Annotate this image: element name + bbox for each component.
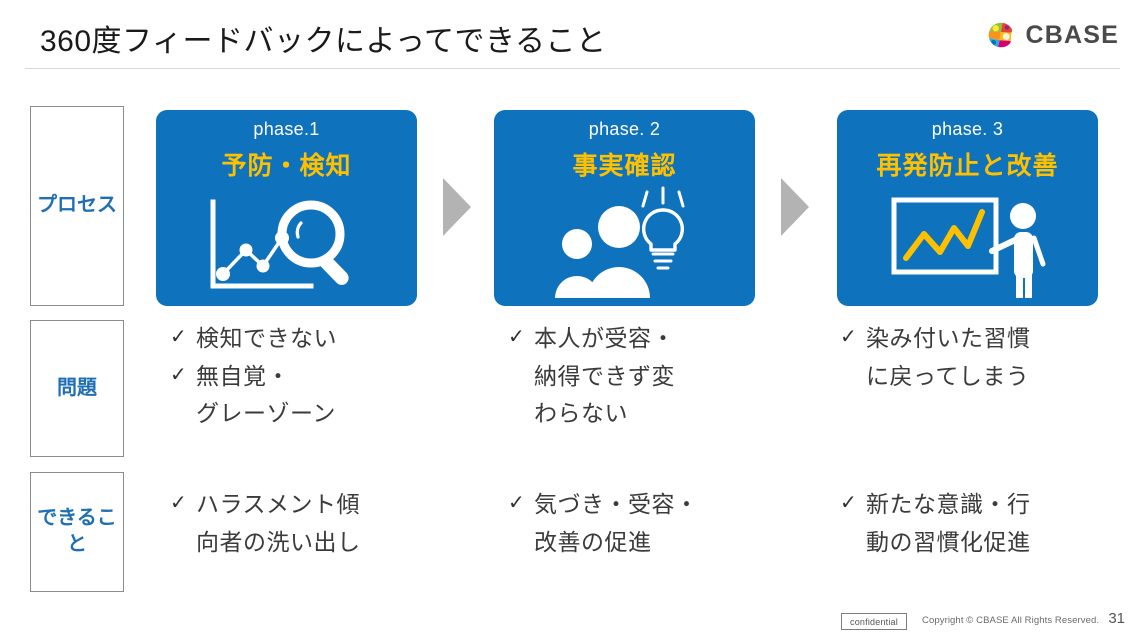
list-item-text: 向者の洗い出し [196, 528, 361, 555]
list-item: ✓ 染み付いた習慣 [840, 322, 1140, 355]
presentation-person-icon [837, 194, 1098, 298]
list-item-text: 染み付いた習慣 [866, 325, 1031, 351]
benefits-column-3: ✓ 新たな意識・行 動の習慣化促進 [840, 488, 1140, 558]
check-icon: ✓ [840, 492, 858, 514]
check-icon: ✓ [170, 326, 188, 348]
row-label-benefit-text: できること [37, 507, 117, 555]
check-icon: ✓ [170, 363, 188, 386]
list-item: 動の習慣化促進 [840, 526, 1140, 559]
people-lightbulb-icon [494, 186, 755, 298]
list-item: ✓ 検知できない [170, 322, 480, 355]
header-divider [25, 68, 1120, 69]
chart-magnifier-icon [156, 194, 417, 298]
problems-column-1: ✓ 検知できない ✓ 無自覚・ グレーゾーン [170, 322, 480, 430]
list-item-text: ハラスメント傾 [196, 491, 361, 517]
list-item-text: に戻ってしまう [866, 362, 1030, 389]
phase-1-name: 予防・検知 [221, 152, 352, 180]
list-item: ✓ 気づき・受容・ [508, 488, 818, 521]
copyright-text: Copyright © CBASE All Rights Reserved. [922, 615, 1100, 626]
phase-card-3[interactable]: phase. 3 再発防止と改善 [837, 110, 1098, 306]
row-label-problem: 問題 [30, 320, 124, 457]
cbase-sphere-logo-icon [986, 20, 1016, 50]
check-icon: ✓ [508, 326, 526, 348]
list-item-text: 新たな意識・行 [866, 491, 1031, 517]
list-item: ✓ 無自覚・ [170, 360, 480, 393]
list-item: 向者の洗い出し [170, 526, 490, 559]
list-item-text: 検知できない [196, 325, 337, 351]
benefits-column-1: ✓ ハラスメント傾 向者の洗い出し [170, 488, 490, 558]
list-item-text: グレーゾーン [196, 400, 336, 427]
list-item-text: わらない [534, 400, 628, 427]
phase-1-number: phase.1 [253, 119, 320, 139]
phase-card-2[interactable]: phase. 2 事実確認 [494, 110, 755, 306]
phase-3-name: 再発防止と改善 [876, 152, 1059, 180]
right-triangle-arrow-icon [443, 178, 471, 236]
cbase-brand: CBASE [986, 20, 1119, 50]
list-item-text: 動の習慣化促進 [866, 528, 1031, 555]
list-item: に戻ってしまう [840, 360, 1140, 393]
page-number: 31 [1108, 610, 1125, 627]
confidential-label: confidential [850, 616, 898, 627]
list-item: わらない [508, 397, 808, 430]
page-title: 360度フィードバックによってできること [40, 25, 607, 58]
list-item: 改善の促進 [508, 526, 818, 559]
check-icon: ✓ [508, 492, 526, 514]
list-item: 納得できず変 [508, 360, 808, 393]
row-label-process-text: プロセス [37, 194, 117, 217]
benefits-column-2: ✓ 気づき・受容・ 改善の促進 [508, 488, 818, 558]
check-icon: ✓ [170, 492, 188, 514]
list-item-text: 本人が受容・ [534, 325, 675, 351]
list-item-text: 気づき・受容・ [534, 491, 699, 517]
row-label-benefit: できること [30, 472, 124, 592]
list-item: グレーゾーン [170, 397, 480, 430]
phase-2-name: 事実確認 [572, 152, 677, 180]
problems-column-2: ✓ 本人が受容・ 納得できず変 わらない [508, 322, 808, 430]
list-item: ✓ ハラスメント傾 [170, 488, 490, 521]
phase-3-number: phase. 3 [931, 119, 1004, 139]
list-item: ✓ 新たな意識・行 [840, 488, 1140, 521]
row-label-problem-text: 問題 [57, 376, 97, 399]
phase-2-number: phase. 2 [588, 119, 661, 139]
right-triangle-arrow-icon [781, 178, 809, 236]
brand-name: CBASE [1025, 20, 1119, 49]
row-label-process: プロセス [30, 106, 124, 306]
check-icon: ✓ [840, 326, 858, 348]
phase-card-1[interactable]: phase.1 予防・検知 [156, 110, 417, 306]
problems-column-3: ✓ 染み付いた習慣 に戻ってしまう [840, 322, 1140, 392]
list-item: ✓ 本人が受容・ [508, 322, 808, 355]
list-item-text: 無自覚・ [196, 362, 290, 389]
confidential-badge: confidential [841, 613, 907, 630]
list-item-text: 納得できず変 [534, 362, 675, 389]
list-item-text: 改善の促進 [534, 528, 652, 555]
